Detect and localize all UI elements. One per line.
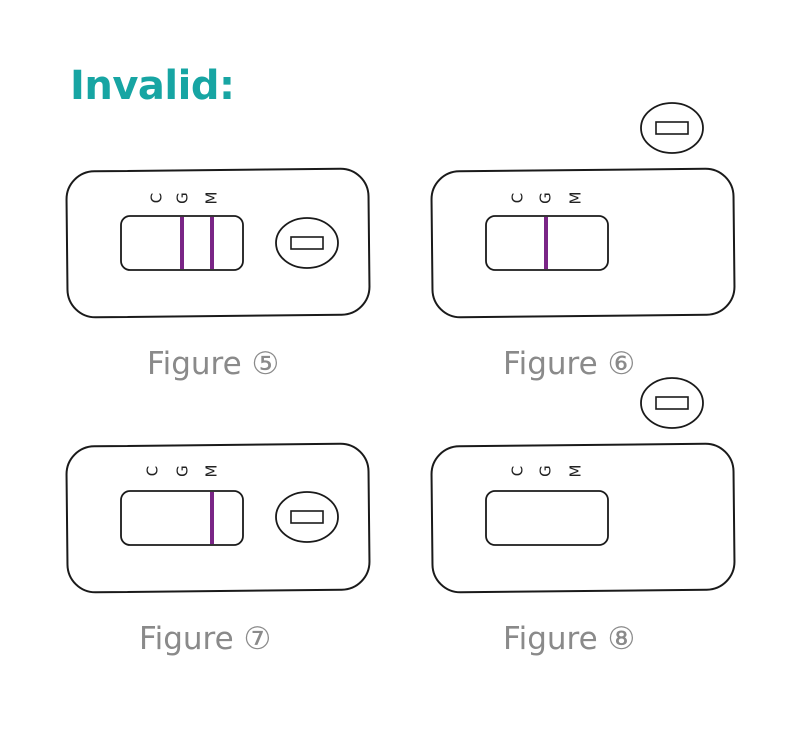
zone-label-g: G (174, 465, 192, 477)
zone-label-m: M (567, 192, 585, 205)
figure-8-detached-sample-well (640, 377, 704, 429)
sample-well-slot (290, 236, 324, 250)
figure-6-caption: Figure ⑥ (503, 346, 636, 382)
zone-label-g: G (537, 465, 555, 477)
figure-8-cassette: C G M (430, 442, 736, 594)
sample-well-slot (655, 121, 689, 135)
sample-well-slot (290, 510, 324, 524)
zone-label-g: G (537, 192, 555, 204)
zone-label-c: C (148, 193, 166, 203)
figure-8-caption: Figure ⑧ (503, 621, 636, 657)
zone-label-c: C (144, 466, 162, 476)
zone-label-g: G (174, 192, 192, 204)
result-window (120, 490, 244, 546)
figure-6-cassette: C G M (430, 167, 736, 319)
zone-label-c: C (509, 193, 527, 203)
figure-7-caption: Figure ⑦ (139, 621, 272, 657)
zone-label-c: C (509, 466, 527, 476)
figure-5-caption: Figure ⑤ (147, 346, 280, 382)
zone-label-m: M (203, 192, 221, 205)
figure-6-detached-sample-well (640, 102, 704, 154)
zone-label-m: M (567, 465, 585, 478)
figure-5-cassette: C G M (65, 167, 371, 319)
result-window (485, 490, 609, 546)
zone-label-m: M (203, 465, 221, 478)
sample-well-slot (655, 396, 689, 410)
page-heading: Invalid: (70, 63, 235, 109)
figure-7-cassette: C G M (65, 442, 371, 594)
